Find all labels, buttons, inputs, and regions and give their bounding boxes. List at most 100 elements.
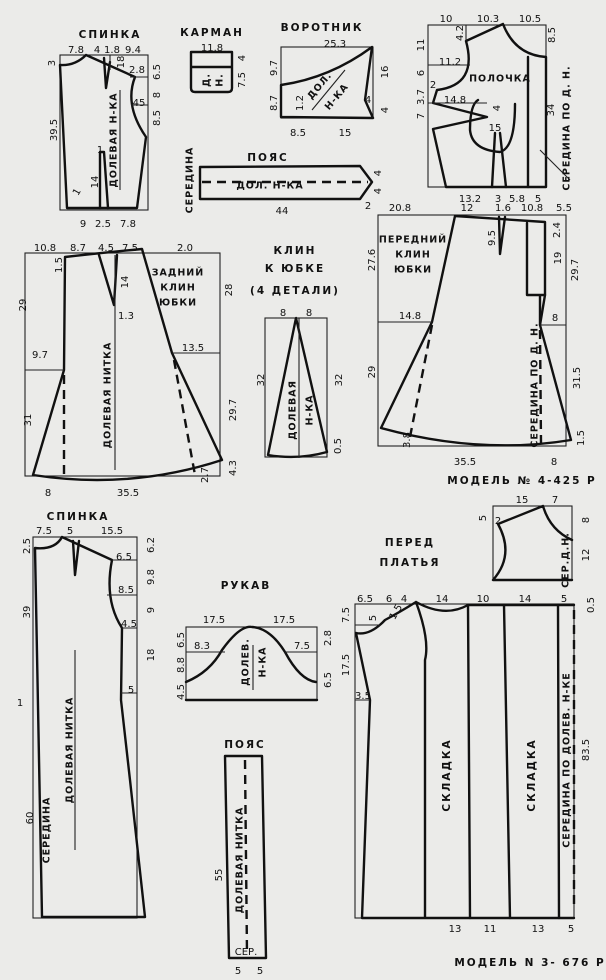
piece-title: ПОЯС [224,739,266,751]
front-skirt-piece [377,214,573,447]
dimension-label: 4 [237,55,248,61]
dimension-label: 6.2 [146,537,157,553]
dimension-label: 44 [276,206,289,217]
dimension-label: 7 [416,113,427,119]
dimension-label: 3.7 [416,89,427,105]
dimension-label: 8.7 [70,243,86,254]
dimension-label: 5 [67,526,73,537]
grain-label: Н-КА [323,82,351,113]
dimension-label: 29 [367,366,378,379]
grain-label: ЮБКИ [159,298,197,309]
piece-title: ПОЯС [247,152,289,164]
dimension-label: 8 [280,308,286,319]
dimension-label: 16 [380,66,391,79]
dimension-label: 17.5 [273,615,295,626]
pocket-piece [189,50,234,94]
dimension-label: 2.7 [200,467,211,483]
dimension-label: 32 [256,374,267,387]
piece-title: КАРМАН [180,27,244,39]
dimension-label: 6.5 [323,672,334,688]
piece-title: ПЛАТЬЯ [380,557,441,569]
dimension-label: 1.5 [388,603,405,622]
dimension-label: 60 [25,812,36,825]
grain-label: Н-КА [305,394,316,425]
dimension-label: 4 [94,45,100,56]
dimension-label: 13 [449,924,462,935]
dimension-label: 13.5 [182,343,204,354]
dimension-label: 7.5 [341,607,352,623]
grain-label: ДОЛЕВАЯ НИТКА [65,697,76,804]
dimension-label: 10.8 [34,243,56,254]
dimension-label: 4 [492,105,503,111]
dimension-label: 29 [18,299,29,312]
dimension-label: 4 [373,170,384,176]
dimension-label: СЕР. [235,947,258,958]
dimension-label: 29.7 [228,399,239,421]
dimension-label: 83.5 [581,739,592,761]
dimension-label: 34 [546,104,557,117]
dimension-label: 10.3 [477,14,499,25]
dimension-label: 7.5 [237,72,248,88]
dimension-label: 1 [17,698,23,709]
piece-title: МОДЕЛЬ № 4-425 Р [447,475,597,487]
sleeve-piece [184,625,319,702]
dimension-label: 3 [495,194,501,205]
dimension-label: 4 [365,95,371,106]
back-bodice-piece [58,53,149,211]
dimension-label: 7.8 [68,45,84,56]
dimension-label: 1.2 [295,95,306,111]
piece-title: СПИНКА [79,29,142,41]
dimension-label: 8 [551,457,557,468]
dimension-label: 32 [334,374,345,387]
dimension-label: 13 [532,924,545,935]
dimension-label: 1.8 [104,45,120,56]
dimension-label: 1 [97,145,103,156]
dimension-label: 9.8 [146,569,157,585]
dimension-label: 18 [146,649,157,662]
dimension-label: 14.8 [399,311,421,322]
dimension-label: 11 [484,924,497,935]
dimension-label: 10.5 [519,14,541,25]
grain-label: ДОЛЕВ. [241,638,252,686]
dimension-label: 27.6 [367,249,378,271]
dimension-label: 39.5 [49,119,60,141]
dimension-label: 6.5 [357,594,373,605]
dimension-label: 5 [535,194,541,205]
dimension-label: 9 [146,607,157,613]
piece-title: КЛИН [274,245,317,257]
dimension-label: 13.2 [459,194,481,205]
dimension-label: 8 [581,517,592,523]
dimension-label: 12 [581,549,592,562]
dimension-label: 29.7 [570,259,581,281]
dimension-label: 15.5 [101,526,123,537]
dimension-label: 28 [224,284,235,297]
dimension-label: 2 [495,516,501,527]
dimension-label: 5 [561,594,567,605]
dimension-label: 8.7 [269,95,280,111]
grain-label: Д. [202,73,213,87]
dimension-label: 8 [552,313,558,324]
dimension-label: 9.7 [32,350,48,361]
grain-label: ДОЛЕВАЯ НИТКА [103,342,114,449]
dimension-label: 14 [519,594,532,605]
dimension-label: 15 [339,128,352,139]
dimension-label: 17.5 [341,654,352,676]
dimension-label: 9.7 [269,60,280,76]
piece-title: МОДЕЛЬ N 3- 676 Р [454,957,605,969]
dimension-label: 9.5 [487,230,498,246]
dimension-label: 0.5 [586,597,597,613]
dimension-label: 6.5 [116,552,132,563]
dimension-label: 5 [568,924,574,935]
dimension-label: 7.5 [36,526,52,537]
dimension-label: 7.5 [294,641,310,652]
dimension-label: 10.8 [521,203,543,214]
grain-label: КЛИН [395,250,431,261]
grain-label: ДОЛЕВАЯ [288,380,299,440]
dimension-label: 8.5 [547,27,558,43]
piece-title: СКЛАДКА [441,738,453,811]
dimension-label: 9 [80,219,86,230]
dimension-label: 14 [120,276,131,289]
dimension-label: 8.3 [194,641,210,652]
dimension-label: 5 [368,615,379,621]
